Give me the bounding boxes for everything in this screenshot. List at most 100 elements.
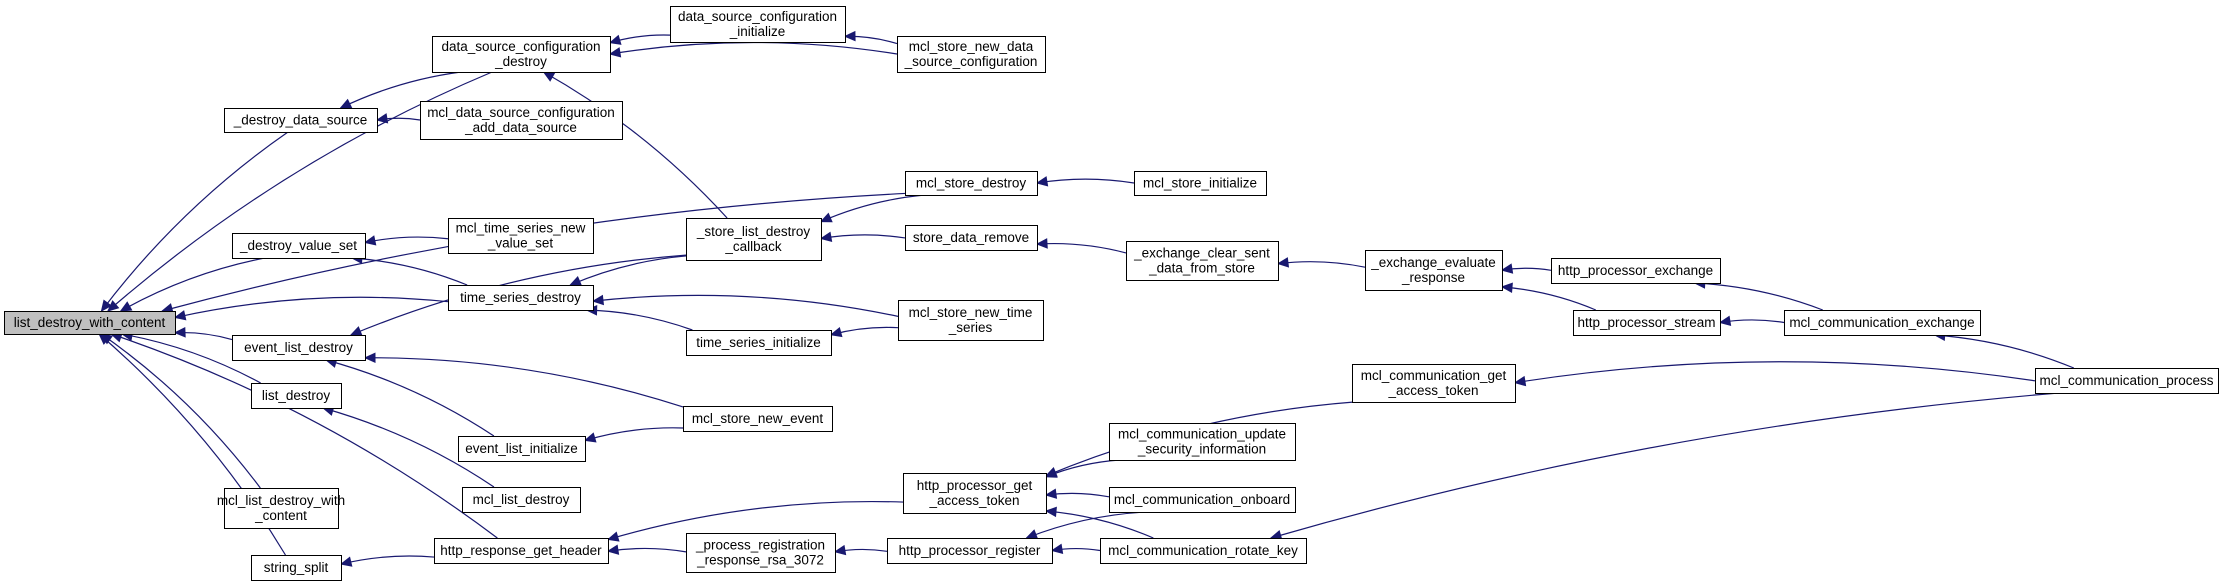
node-box[interactable] <box>897 36 1046 73</box>
node-string_split[interactable]: string_split <box>251 555 342 581</box>
node-mcl_communication_rotate_key[interactable]: mcl_communication_rotate_key <box>1100 538 1307 564</box>
node-mcl_communication_exchange[interactable]: mcl_communication_exchange <box>1784 310 1981 336</box>
node-box[interactable] <box>898 300 1044 341</box>
node-box[interactable] <box>2035 368 2219 394</box>
node-box[interactable] <box>686 218 822 261</box>
edge-event_list_destroy-to-list_destroy_with_content <box>173 327 233 341</box>
node-_store_list_destroy_callback[interactable]: _store_list_destroy_callback <box>686 218 822 261</box>
node-box[interactable] <box>887 538 1053 564</box>
node-mcl_store_initialize[interactable]: mcl_store_initialize <box>1134 171 1267 196</box>
node-mcl_time_series_new_value_set[interactable]: mcl_time_series_new_value_set <box>448 218 594 254</box>
edge-arrowhead <box>606 544 620 555</box>
node-http_processor_get_access_token[interactable]: http_processor_get_access_token <box>903 473 1047 514</box>
node-box[interactable] <box>448 218 594 254</box>
node-box[interactable] <box>1352 364 1516 403</box>
node-box[interactable] <box>1573 310 1721 336</box>
node-box[interactable] <box>1109 423 1296 461</box>
node-box[interactable] <box>686 533 836 573</box>
node-mcl_communication_update_security_information[interactable]: mcl_communication_update_security_inform… <box>1109 423 1296 461</box>
node-http_processor_stream[interactable]: http_processor_stream <box>1573 310 1721 336</box>
node-box[interactable] <box>1551 258 1721 284</box>
edge-_exchange_clear_sent_data_from_store-to-store_data_remove <box>1035 238 1127 254</box>
edge-mcl_communication_rotate_key-to-http_processor_get_access_token <box>1044 506 1154 539</box>
node-_exchange_clear_sent_data_from_store[interactable]: _exchange_clear_sent_data_from_store <box>1126 241 1279 281</box>
edge-arrowhead <box>1044 488 1058 499</box>
node-mcl_communication_process[interactable]: mcl_communication_process <box>2035 368 2219 394</box>
node-box[interactable] <box>670 6 846 43</box>
node-box[interactable] <box>434 538 609 564</box>
node-http_processor_register[interactable]: http_processor_register <box>887 538 1053 564</box>
node-layer: list_destroy_with_content data_source_con… <box>4 6 2219 581</box>
edge-_store_list_destroy_callback-to-data_source_configuration_destroy <box>542 71 728 219</box>
node-box[interactable] <box>232 233 366 259</box>
node-label: mcl_store_new_time <box>909 305 1033 320</box>
node-box[interactable] <box>683 406 833 432</box>
node-box[interactable] <box>4 311 176 335</box>
node-time_series_destroy[interactable]: time_series_destroy <box>448 285 594 311</box>
edge-arrowhead <box>608 34 622 45</box>
node-box[interactable] <box>458 436 586 462</box>
node-data_source_configuration_initialize[interactable]: data_source_configuration_initialize <box>670 6 846 43</box>
node-list_destroy_with_content[interactable]: list_destroy_with_content <box>4 311 176 335</box>
node-mcl_list_destroy[interactable]: mcl_list_destroy <box>462 487 581 513</box>
edge-mcl_communication_process-to-mcl_communication_rotate_key <box>1269 392 2059 541</box>
node-box[interactable] <box>905 171 1038 196</box>
node-label: _security_information <box>1137 442 1266 457</box>
node-box[interactable] <box>1784 310 1981 336</box>
node-_destroy_value_set[interactable]: _destroy_value_set <box>232 233 366 259</box>
edge-line <box>107 71 493 312</box>
node-mcl_communication_get_access_token[interactable]: mcl_communication_get_access_token <box>1352 364 1516 403</box>
node-box[interactable] <box>1134 171 1267 196</box>
node-mcl_list_destroy_with_content[interactable]: mcl_list_destroy_with_content <box>217 488 345 529</box>
node-box[interactable] <box>448 285 594 311</box>
node-mcl_data_source_configuration_add_data_source[interactable]: mcl_data_source_configuration_add_data_s… <box>420 101 623 140</box>
node-label: _access_token <box>1387 383 1478 398</box>
edge-line <box>1934 334 2075 369</box>
node-box[interactable] <box>903 473 1047 514</box>
edge-line <box>325 359 495 437</box>
node-_process_registration_response_rsa_3072[interactable]: _process_registration_response_rsa_3072 <box>686 533 836 573</box>
node-http_response_get_header[interactable]: http_response_get_header <box>434 538 609 564</box>
node-http_processor_exchange[interactable]: http_processor_exchange <box>1551 258 1721 284</box>
node-box[interactable] <box>1126 241 1279 281</box>
edge-line <box>351 257 468 286</box>
edge-http_response_get_header-to-string_split <box>339 555 435 567</box>
edge-http_processor_exchange-to-_exchange_evaluate_response <box>1500 263 1552 274</box>
edge-line <box>1036 178 1135 184</box>
node-event_list_initialize[interactable]: event_list_initialize <box>458 436 586 462</box>
node-list_destroy[interactable]: list_destroy <box>251 383 342 409</box>
node-box[interactable] <box>1100 538 1307 564</box>
node-box[interactable] <box>251 383 342 409</box>
edge-arrowhead <box>1513 375 1527 387</box>
node-_exchange_evaluate_response[interactable]: _exchange_evaluate_response <box>1365 250 1503 291</box>
node-event_list_destroy[interactable]: event_list_destroy <box>232 335 366 361</box>
node-box[interactable] <box>432 36 611 73</box>
node-store_data_remove[interactable]: store_data_remove <box>905 225 1038 251</box>
edge-arrowhead <box>100 299 113 312</box>
node-box[interactable] <box>251 555 342 581</box>
node-box[interactable] <box>420 101 623 140</box>
node-label: time_series_initialize <box>696 335 821 350</box>
edge-arrowhead <box>843 30 856 42</box>
edge-line <box>120 257 265 312</box>
node-box[interactable] <box>1365 250 1503 291</box>
node-_destroy_data_source[interactable]: _destroy_data_source <box>224 108 378 133</box>
node-mcl_store_new_event[interactable]: mcl_store_new_event <box>683 406 833 432</box>
node-mcl_store_destroy[interactable]: mcl_store_destroy <box>905 171 1038 196</box>
node-box[interactable] <box>1109 487 1296 513</box>
node-data_source_configuration_destroy[interactable]: data_source_configuration_destroy <box>432 36 611 73</box>
node-label: _destroy_data_source <box>233 113 368 128</box>
node-box[interactable] <box>905 225 1038 251</box>
node-time_series_initialize[interactable]: time_series_initialize <box>686 330 832 356</box>
node-box[interactable] <box>462 487 581 513</box>
edge-line <box>1501 286 1597 311</box>
node-box[interactable] <box>232 335 366 361</box>
node-label: mcl_store_new_event <box>692 411 824 426</box>
node-box[interactable] <box>224 108 378 133</box>
node-mcl_store_new_time_series[interactable]: mcl_store_new_time_series <box>898 300 1044 341</box>
node-mcl_store_new_data_source_configuration[interactable]: mcl_store_new_data_source_configuration <box>897 36 1046 73</box>
node-box[interactable] <box>686 330 832 356</box>
node-mcl_communication_onboard[interactable]: mcl_communication_onboard <box>1109 487 1296 513</box>
node-box[interactable] <box>224 488 339 529</box>
edge-_destroy_data_source-to-list_destroy_with_content <box>100 131 289 312</box>
